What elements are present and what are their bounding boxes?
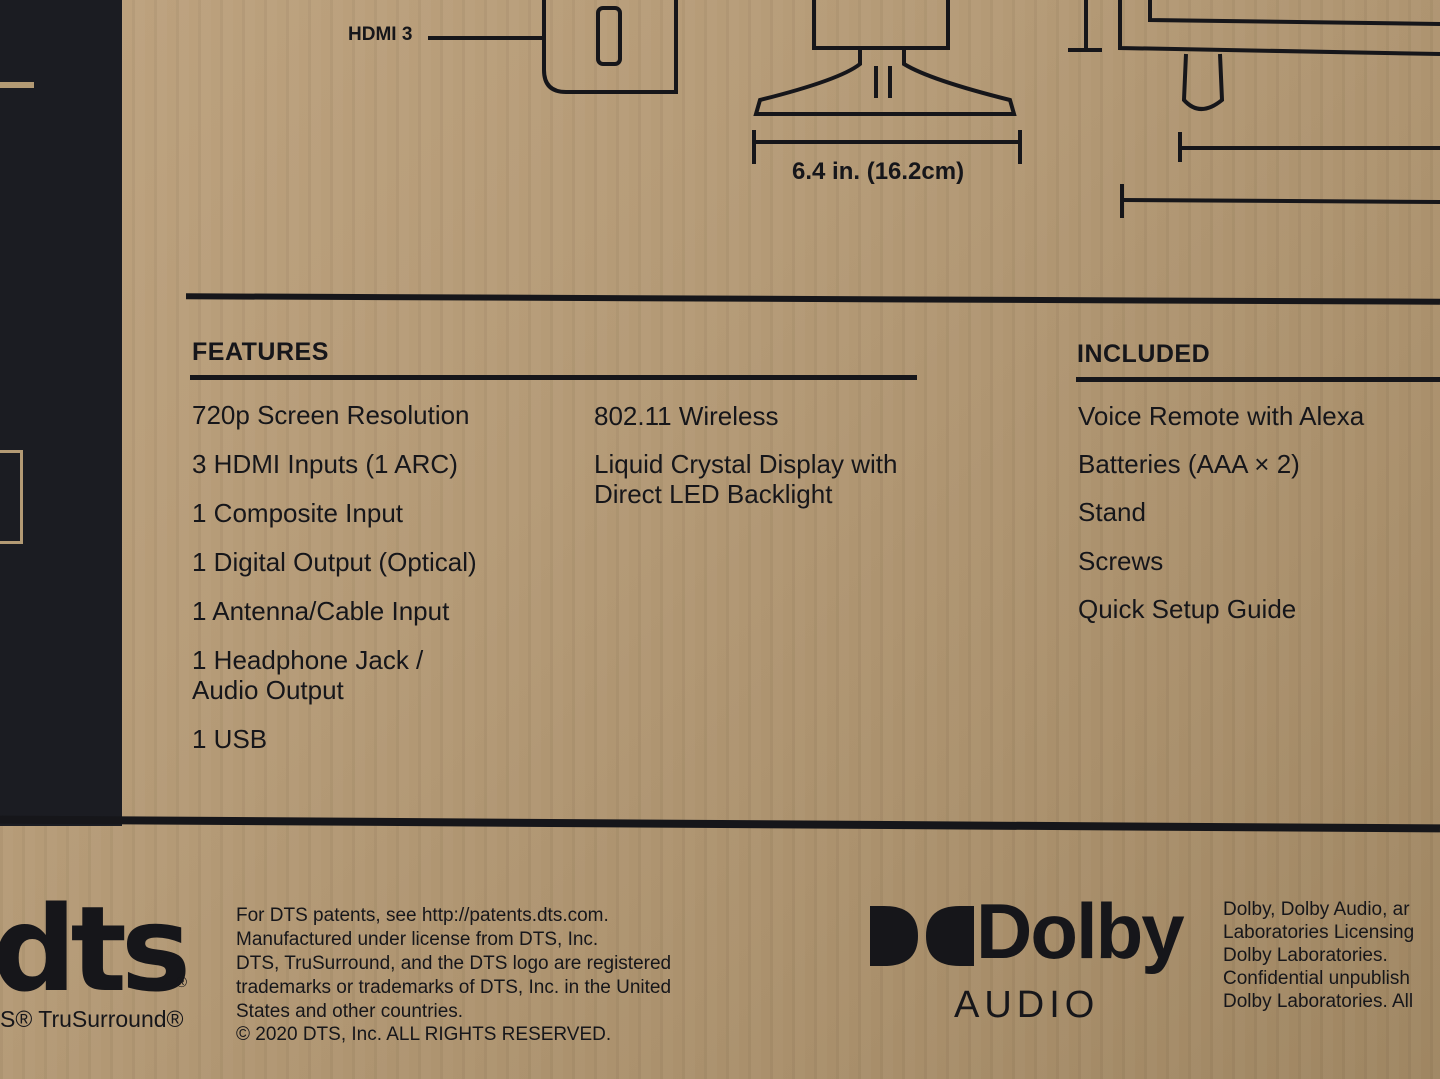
port-panel <box>542 0 678 94</box>
bottom-divider <box>0 815 1440 833</box>
included-item: Voice Remote with Alexa <box>1078 401 1365 431</box>
dolby-legal-line: Dolby Laboratories. All <box>1223 991 1414 1012</box>
included-item: Stand <box>1078 497 1146 527</box>
hdmi-3-label: HDMI 3 <box>348 24 413 45</box>
dts-legal-line: © 2020 DTS, Inc. ALL RIGHTS RESERVED. <box>236 1024 612 1045</box>
dolby-audio-label: AUDIO <box>954 984 1100 1026</box>
included-item: Screws <box>1078 546 1164 576</box>
feature-item: Liquid Crystal Display with Direct LED B… <box>594 449 898 509</box>
width-dimension-line <box>1121 198 1440 204</box>
dolby-legal-line: Dolby, Dolby Audio, ar <box>1223 899 1410 920</box>
stand-dimension-label: 6.4 in. (16.2cm) <box>792 158 965 185</box>
feature-item: 802.11 Wireless <box>594 401 779 431</box>
dts-logo: dts <box>0 880 191 1018</box>
hdmi-port-icon <box>596 6 622 66</box>
feature-item: 1 Antenna/Cable Input <box>192 596 450 626</box>
section-divider <box>185 293 1440 305</box>
features-underline <box>190 375 917 380</box>
included-item: Quick Setup Guide <box>1078 594 1297 624</box>
dts-legal-line: Manufactured under license from DTS, Inc… <box>236 929 599 950</box>
dts-legal-line: States and other countries. <box>236 1001 464 1022</box>
tv-diagram <box>428 0 1440 218</box>
feature-item: 1 USB <box>192 724 268 754</box>
left-dark-panel <box>0 0 122 826</box>
dts-legal-line: For DTS patents, see http://patents.dts.… <box>236 905 609 926</box>
tv-back <box>812 0 950 50</box>
tv-leg <box>1181 53 1225 111</box>
trusurround-logo: S® TruSurround® <box>0 1006 184 1032</box>
dolby-wordmark: Dolby <box>976 887 1185 975</box>
dts-registered-mark: ® <box>176 974 188 991</box>
dolby-double-d-icon <box>870 906 974 966</box>
features-heading: FEATURES <box>192 338 329 366</box>
feature-item: 720p Screen Resolution <box>192 400 470 430</box>
panel-mark <box>0 82 34 88</box>
dts-legal-line: trademarks or trademarks of DTS, Inc. in… <box>236 977 672 998</box>
panel-bracket <box>0 450 23 544</box>
feature-item: 1 Digital Output (Optical) <box>192 547 477 577</box>
dolby-legal-line: Laboratories Licensing <box>1223 922 1415 943</box>
feature-item: 1 Headphone Jack / Audio Output <box>192 645 424 705</box>
stand-foot <box>753 48 1017 116</box>
feature-item: 3 HDMI Inputs (1 ARC) <box>192 449 458 479</box>
stand-neck <box>874 66 892 98</box>
included-item: Batteries (AAA × 2) <box>1078 449 1300 479</box>
dolby-legal-line: Dolby Laboratories. <box>1223 945 1388 966</box>
included-heading: INCLUDED <box>1077 340 1211 368</box>
feature-item: 1 Composite Input <box>192 498 404 528</box>
tv-front-edge <box>1118 0 1440 56</box>
included-underline <box>1076 377 1440 382</box>
dts-legal-line: DTS, TruSurround, and the DTS logo are r… <box>236 953 672 974</box>
dolby-legal-line: Confidential unpublish <box>1223 968 1410 989</box>
